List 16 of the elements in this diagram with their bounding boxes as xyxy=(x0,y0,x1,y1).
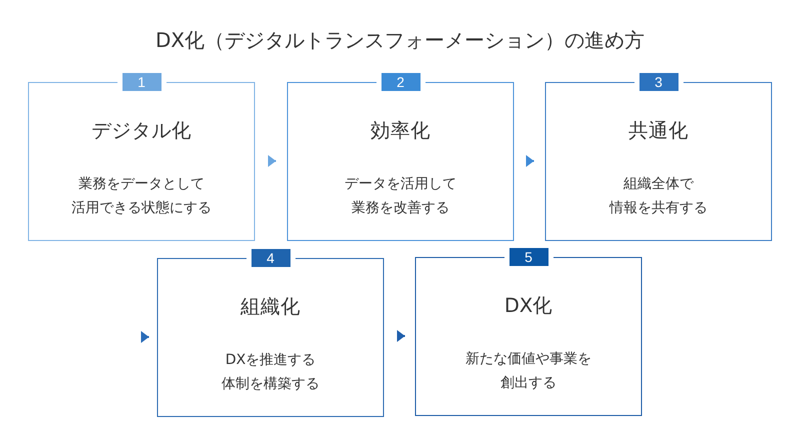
step-description: 新たな価値や事業を創出する xyxy=(466,350,592,393)
step-title: デジタル化 xyxy=(92,118,192,144)
step-title: 共通化 xyxy=(628,118,688,144)
step-description: 組織全体で情報を共有する xyxy=(610,175,708,218)
step-number: 4 xyxy=(251,249,290,267)
step-title: 効率化 xyxy=(370,118,430,144)
step-number: 2 xyxy=(381,73,420,91)
step-title: 組織化 xyxy=(240,294,300,320)
step-number: 5 xyxy=(509,248,548,266)
step-number: 3 xyxy=(639,73,678,91)
step-description: 業務をデータとして活用できる状態にする xyxy=(72,175,212,218)
step-description: DXを推進する体制を構築する xyxy=(222,351,320,394)
diagram-title: DX化（デジタルトランスフォーメーション）の進め方 xyxy=(155,27,645,54)
step-description: データを活用して業務を改善する xyxy=(344,175,456,218)
step-number: 1 xyxy=(122,73,161,91)
step-title: DX化 xyxy=(504,293,553,319)
